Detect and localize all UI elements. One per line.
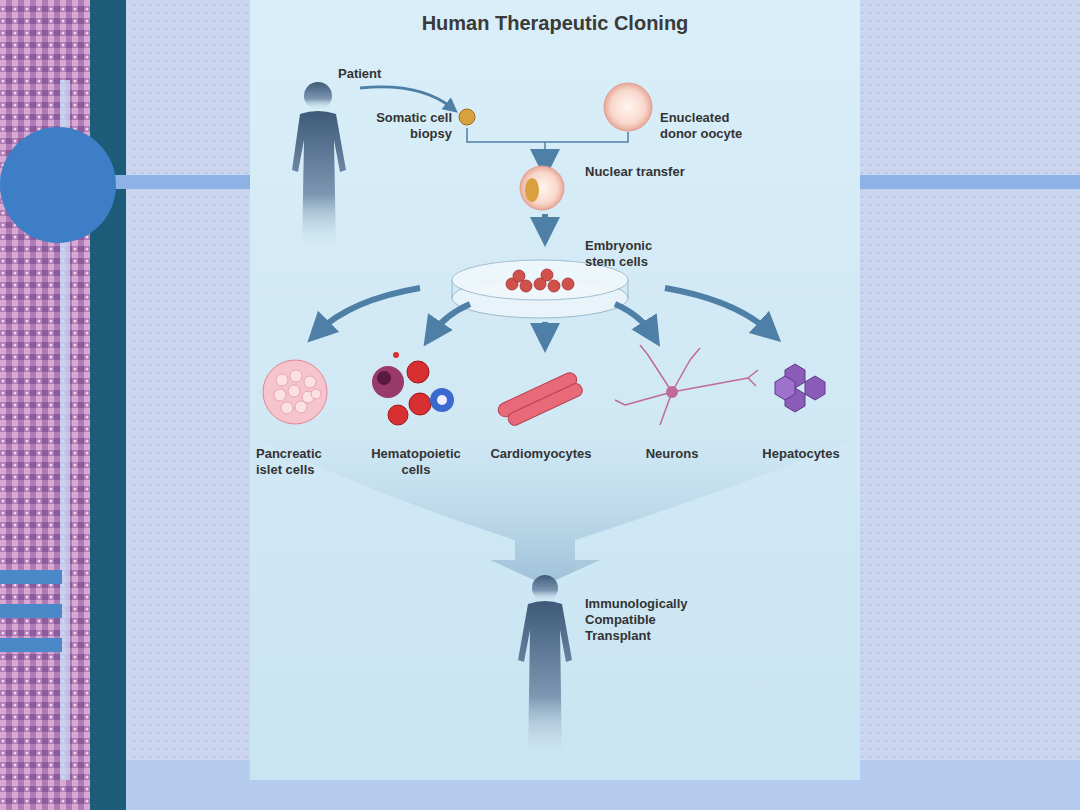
illustration-label: Hematopoietic cells xyxy=(362,446,470,478)
illustration-label: Patient xyxy=(338,66,408,82)
illustration-label: Embryonic stem cells xyxy=(585,238,675,270)
diagram-title: Human Therapeutic Cloning xyxy=(250,12,860,35)
illustration-label: Cardiomyocytes xyxy=(486,446,596,462)
illustration-label: Somatic cell biopsy xyxy=(360,110,452,142)
illustration-label: Immunologically Compatible Transplant xyxy=(585,596,710,644)
illustration-label: Neurons xyxy=(622,446,722,462)
illustration-label: Pancreatic islet cells xyxy=(256,446,342,478)
illustration-label: Enucleated donor oocyte xyxy=(660,110,760,142)
illustration-label: Hepatocytes xyxy=(750,446,852,462)
illustration-label: Nuclear transfer xyxy=(585,164,715,180)
